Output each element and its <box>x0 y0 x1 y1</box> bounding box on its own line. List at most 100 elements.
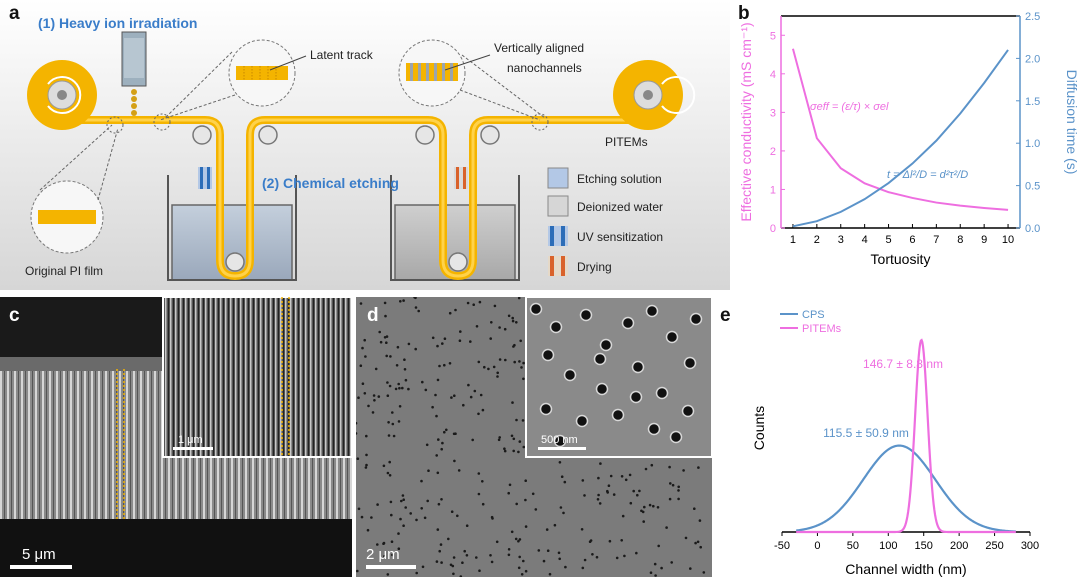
sem-pore-large <box>621 316 635 330</box>
sem-pore <box>511 316 514 320</box>
sem-pore-large <box>669 430 683 444</box>
sem-pore <box>511 401 514 404</box>
sem-pore <box>689 567 692 570</box>
sem-pore <box>638 489 641 493</box>
sem-pore <box>518 538 522 541</box>
sem-pore <box>553 523 557 527</box>
sem-pore <box>359 364 363 367</box>
sem-pore <box>510 530 514 534</box>
sem-pore <box>487 367 490 371</box>
sem-pore <box>510 434 514 438</box>
sem-pore <box>396 345 400 349</box>
sem-pore <box>467 383 470 387</box>
sem-pore <box>478 569 481 572</box>
sem-pore <box>399 517 402 521</box>
sem-pore <box>660 566 663 570</box>
sem-pore-large <box>529 302 543 316</box>
sem-pore <box>373 399 376 402</box>
sem-pore <box>493 304 497 308</box>
sem-pore <box>496 371 499 375</box>
sem-pore <box>382 542 385 545</box>
sem-pore <box>473 389 477 393</box>
sem-pore <box>383 301 387 305</box>
takeup-roll <box>613 60 696 130</box>
sem-pore <box>517 539 520 543</box>
sem-pore <box>400 499 403 503</box>
sem-pore <box>385 341 388 344</box>
sem-pore <box>559 506 563 509</box>
panel-d-scale: 2 μm <box>366 546 400 563</box>
sem-pore <box>377 395 381 398</box>
legend-drying: Drying <box>577 260 612 274</box>
sem-pore <box>477 472 481 475</box>
sem-pore <box>386 381 389 384</box>
chart-e-legend-label: PITEMs <box>802 323 842 335</box>
sem-pore <box>382 464 386 468</box>
sem-pore <box>503 449 507 453</box>
sem-pore <box>376 503 379 506</box>
sem-pore <box>497 438 501 442</box>
sem-pore <box>608 539 612 543</box>
sem-pore <box>693 507 696 510</box>
sem-pore-large <box>541 348 555 362</box>
sem-pore <box>457 469 461 472</box>
sem-pore <box>524 498 527 502</box>
sem-pore <box>650 463 654 467</box>
sem-pore <box>436 528 440 531</box>
original-film-label: Original PI film <box>25 264 103 278</box>
sem-pore <box>682 469 685 472</box>
sem-pore <box>537 549 541 552</box>
sem-pore <box>383 336 387 339</box>
sem-pore <box>398 405 402 408</box>
sem-pore <box>384 314 387 318</box>
sem-pore <box>397 420 401 423</box>
sem-pore-large <box>645 304 659 318</box>
sem-pore <box>515 502 518 506</box>
sem-pore <box>518 555 521 559</box>
panel-c-sem-image: 1 μm 5 μm <box>0 297 352 577</box>
step1-label: (1) Heavy ion irradiation <box>38 15 197 31</box>
sem-pore <box>583 494 586 497</box>
sem-pore <box>623 554 626 558</box>
chart-b-annotation-conductivity: σeff = (ε/τ) × σel <box>810 101 889 113</box>
sem-pore <box>643 505 646 509</box>
sem-pore <box>542 559 546 563</box>
sem-pore <box>452 432 456 436</box>
sem-pore <box>407 342 411 346</box>
drying-lamp-icon <box>454 167 468 189</box>
sem-pore <box>609 474 613 478</box>
sem-pore <box>472 303 475 306</box>
sem-pore <box>606 489 609 493</box>
chart-e-x-tick-label: 50 <box>847 540 859 552</box>
sem-pore <box>477 360 481 364</box>
sem-pore <box>435 414 438 418</box>
sem-pore <box>471 438 474 442</box>
sem-pore <box>534 508 538 511</box>
sem-pore <box>431 336 435 340</box>
panel-d-inset-scale: 500 nm <box>541 434 578 446</box>
sem-pore <box>420 507 423 510</box>
sem-pore <box>479 393 483 397</box>
sem-pore <box>395 364 399 367</box>
sem-pore <box>441 342 444 345</box>
sem-pore <box>436 378 440 382</box>
sem-pore-large <box>665 330 679 344</box>
sem-pore <box>653 562 657 566</box>
sem-pore <box>437 502 441 506</box>
sem-pore <box>595 555 599 559</box>
sem-pore-large <box>579 308 593 322</box>
chart-b-yr-tick-label: 0.0 <box>1025 223 1040 235</box>
chart-e-series-pitems <box>796 338 1016 534</box>
sem-pore <box>361 382 365 385</box>
sem-pore <box>677 497 680 501</box>
sem-pore <box>512 449 515 453</box>
sem-pore <box>391 411 394 414</box>
sem-pore <box>439 543 443 546</box>
sem-pore <box>520 366 523 369</box>
sem-pore <box>364 466 368 469</box>
sem-pore <box>359 302 363 305</box>
sem-pore <box>503 327 507 331</box>
chart-b-yr-tick-label: 2.5 <box>1025 11 1040 23</box>
sem-pore <box>402 299 405 302</box>
chart-e-series-cps <box>796 444 1016 533</box>
